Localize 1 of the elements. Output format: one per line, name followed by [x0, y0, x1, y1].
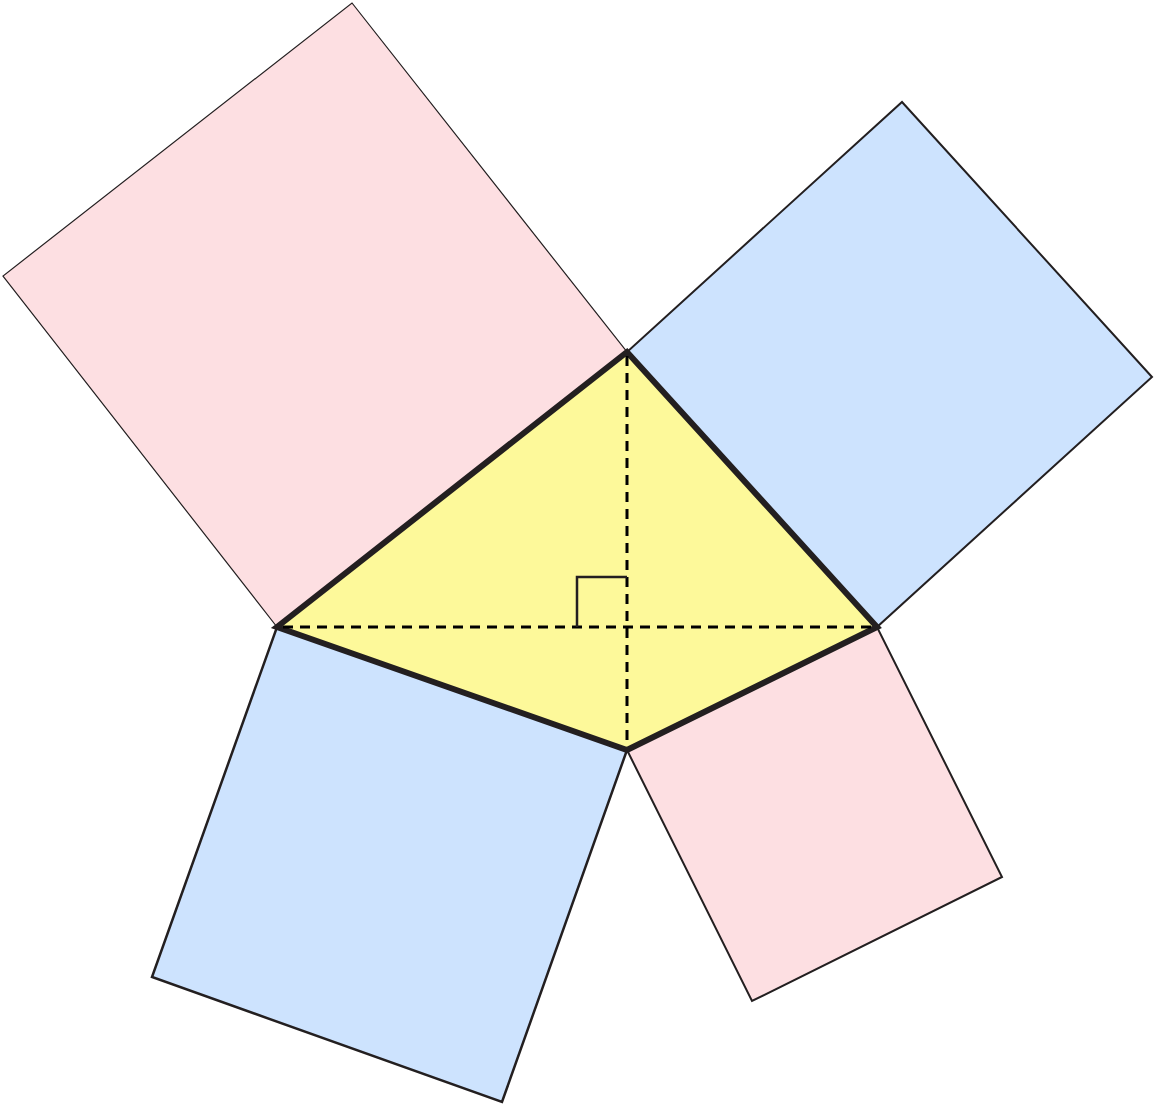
kite-shape	[270, 347, 882, 754]
